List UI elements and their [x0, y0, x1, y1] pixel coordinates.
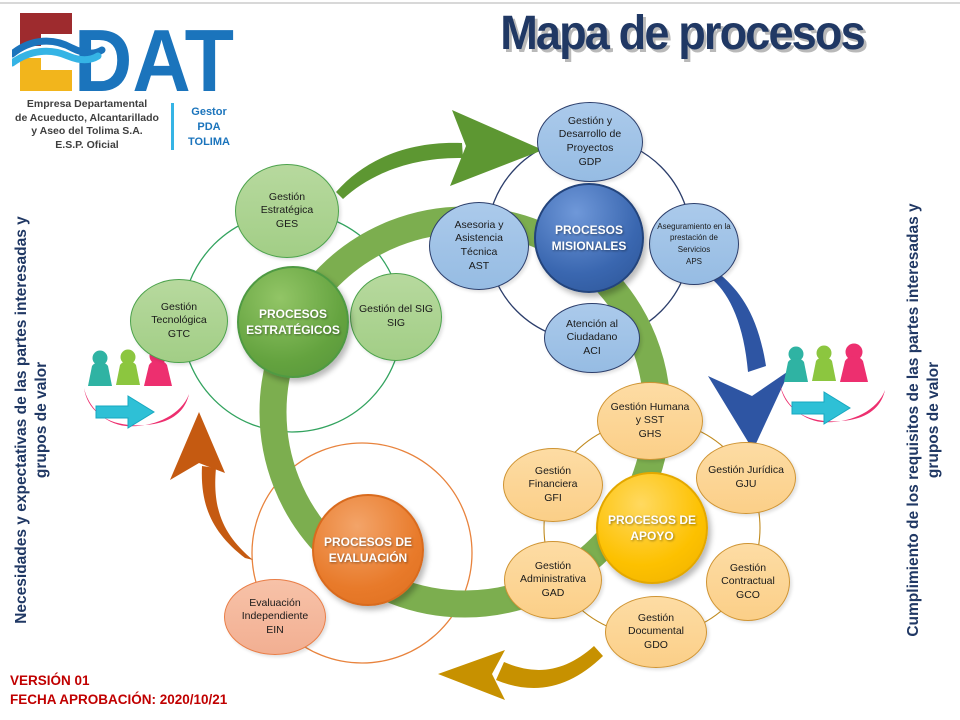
hub-procesos-apoyo: PROCESOS DE APOYO: [596, 472, 708, 584]
logo-e-top-red: [20, 13, 72, 46]
orange-flow-arrow-icon: [170, 412, 253, 560]
right-stakeholders-icon: [779, 343, 886, 425]
node-aci: Atención al Ciudadano ACI: [544, 303, 640, 373]
edat-logo-mark: DAT: [12, 11, 234, 98]
gold-flow-arrow-icon: [438, 646, 603, 700]
hub-procesos-estrategicos: PROCESOS ESTRATÉGICOS: [237, 266, 349, 378]
slide-top-border: [0, 2, 960, 4]
node-gfi: Gestión Financiera GFI: [503, 448, 603, 522]
logo-gestor-label: Gestor PDA TOLIMA: [188, 106, 230, 148]
logo-e-bottom-yellow: [20, 58, 72, 91]
approval-date-label: FECHA APROBACIÓN: 2020/10/21: [10, 691, 228, 707]
node-gco: Gestión Contractual GCO: [706, 543, 790, 621]
node-ast: Asesoria y Asistencia Técnica AST: [429, 202, 529, 290]
page-title: Mapa de procesos: [500, 7, 865, 60]
node-gdp: Gestión y Desarrollo de Proyectos GDP: [537, 102, 643, 182]
hub-procesos-evaluacion: PROCESOS DE EVALUACIÓN: [312, 494, 424, 606]
version-label: VERSIÓN 01: [10, 673, 90, 688]
version-block: VERSIÓN 01 FECHA APROBACIÓN: 2020/10/21: [10, 672, 227, 710]
water-wave-icon: [12, 37, 106, 67]
node-gdo: Gestión Documental GDO: [605, 596, 707, 668]
evaluacion-cluster-ring: [251, 442, 473, 664]
node-gad: Gestión Administrativa GAD: [504, 541, 602, 619]
node-aps: Aseguramiento en la prestación de Servic…: [649, 203, 739, 285]
node-ges: Gestión Estratégica GES: [235, 164, 339, 258]
node-ghs: Gestión Humana y SST GHS: [597, 382, 703, 460]
green-flow-arrow-icon: [336, 110, 543, 199]
node-ein: Evaluación Independiente EIN: [224, 579, 326, 655]
node-gju: Gestión Jurídica GJU: [696, 442, 796, 514]
node-gtc: Gestión Tecnológica GTC: [130, 279, 228, 363]
hub-procesos-misionales: PROCESOS MISIONALES: [534, 183, 644, 293]
blue-flow-arrow-icon: [708, 276, 790, 450]
logo-caption: Empresa Departamental de Acueducto, Alca…: [15, 98, 159, 151]
edat-logo: DAT Empresa Departamental de Acueducto, …: [8, 6, 243, 156]
node-sig: Gestión del SIG SIG: [350, 273, 442, 361]
logo-divider: [171, 103, 174, 150]
